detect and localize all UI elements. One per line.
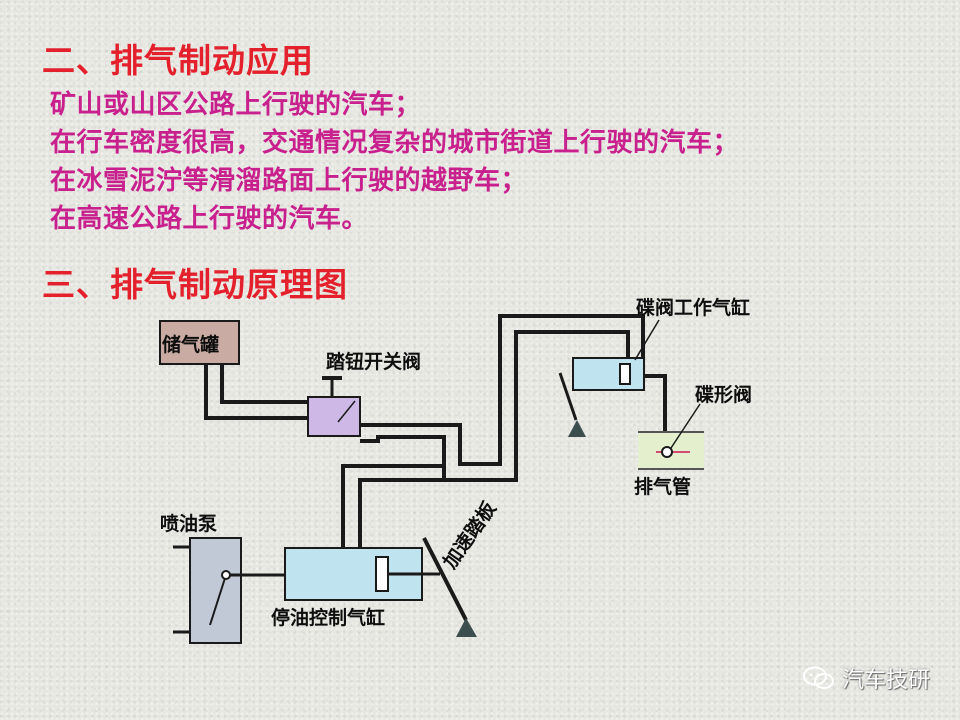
pipe-tank-to-valve-outer	[220, 365, 308, 404]
push-button-valve-label: 踏钮开关阀	[326, 350, 421, 373]
pipe-valve-to-cylinder-upper	[360, 314, 645, 466]
butterfly-valve-cylinder	[572, 357, 645, 391]
pipe-cylinder-to-butterfly	[644, 374, 667, 450]
butterfly-cylinder-lever	[558, 372, 578, 421]
air-tank-label: 储气罐	[162, 333, 219, 356]
butterfly-cylinder-piston	[619, 363, 631, 385]
pipe-tank-to-valve-inner	[204, 365, 308, 420]
accelerator-pedal	[422, 537, 468, 621]
butterfly-valve-label: 碟形阀	[695, 383, 752, 406]
accelerator-pedal-label: 加速踏板	[438, 497, 502, 574]
fuel-stop-piston	[375, 556, 389, 592]
pipe-to-fuel-stop-outer	[341, 449, 446, 548]
butterfly-valve-cylinder-label: 碟阀工作气缸	[636, 296, 750, 319]
pump-lever	[209, 574, 227, 626]
air-tank	[159, 320, 240, 365]
fuel-stop-cylinder-label: 停油控制气缸	[271, 606, 385, 629]
application-item: 矿山或山区公路上行驶的汽车；	[50, 90, 422, 120]
section-heading-diagram: 三、排气制动原理图	[42, 265, 348, 304]
application-item: 在行车密度很高，交通情况复杂的城市街道上行驶的汽车；	[50, 128, 740, 158]
butterfly-cylinder-support	[568, 420, 586, 437]
pipe-to-fuel-stop-inner	[358, 478, 444, 548]
pump-lever-pivot	[221, 570, 231, 580]
section-heading-application: 二、排气制动应用	[42, 41, 314, 80]
application-item: 在冰雪泥泞等滑溜路面上行驶的越野车；	[50, 166, 528, 196]
butterfly-valve-leader	[670, 403, 701, 449]
watermark: 汽车技研	[802, 662, 930, 694]
valve-spring	[337, 400, 356, 423]
butterfly-valve	[661, 446, 673, 458]
injection-pump	[189, 537, 242, 644]
push-button-valve	[307, 396, 361, 437]
butterfly-cylinder-leader	[634, 319, 660, 361]
application-list: 矿山或山区公路上行驶的汽车； 在行车密度很高，交通情况复杂的城市街道上行驶的汽车…	[50, 86, 739, 238]
watermark-text: 汽车技研	[841, 668, 930, 693]
air-pipes	[204, 314, 667, 548]
pedal-support	[456, 618, 477, 637]
injection-pump-label: 喷油泵	[160, 513, 217, 535]
application-item: 在高速公路上行驶的汽车。	[50, 204, 369, 234]
exhaust-pipe-label: 排气管	[634, 475, 691, 498]
wechat-icon	[802, 666, 834, 689]
